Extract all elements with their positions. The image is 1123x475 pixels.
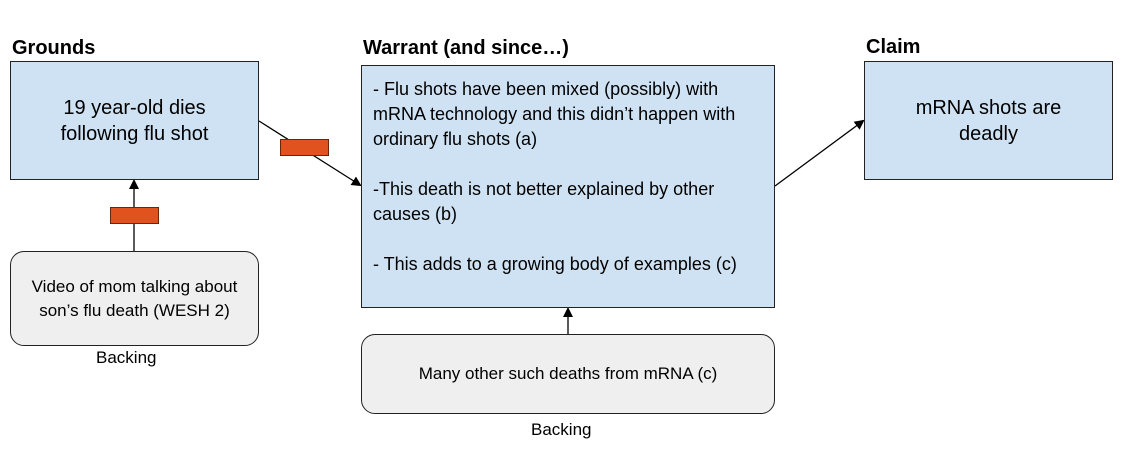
grounds-backing-box: Video of mom talking about son’s flu dea… (10, 251, 259, 346)
grounds-box: 19 year-old dies following flu shot (10, 61, 259, 180)
arrow-warrant-to-claim (774, 119, 865, 187)
warrant-point-b: -This death is not better explained by o… (373, 179, 715, 224)
claim-box: mRNA shots are deadly (864, 61, 1113, 180)
warrant-heading: Warrant (and since…) (363, 37, 569, 59)
rebuttal-marker-backing-grounds (110, 207, 159, 224)
warrant-point-a: - Flu shots have been mixed (possibly) w… (373, 79, 736, 149)
warrant-point-c: - This adds to a growing body of example… (373, 254, 737, 274)
warrant-backing-caption: Backing (531, 420, 592, 439)
warrant-box: - Flu shots have been mixed (possibly) w… (361, 65, 775, 308)
grounds-backing-caption: Backing (96, 348, 157, 367)
grounds-heading: Grounds (12, 37, 96, 59)
warrant-backing-box: Many other such deaths from mRNA (c) (361, 334, 775, 414)
grounds-text: 19 year-old dies following flu shot (60, 96, 209, 145)
warrant-points: - Flu shots have been mixed (possibly) w… (373, 77, 766, 302)
claim-text: mRNA shots are deadly (915, 96, 1062, 145)
grounds-backing-text: Video of mom talking about son’s flu dea… (31, 276, 238, 320)
warrant-backing-text: Many other such deaths from mRNA (c) (418, 364, 718, 383)
claim-heading: Claim (866, 36, 921, 58)
rebuttal-marker-grounds-warrant (280, 139, 329, 156)
